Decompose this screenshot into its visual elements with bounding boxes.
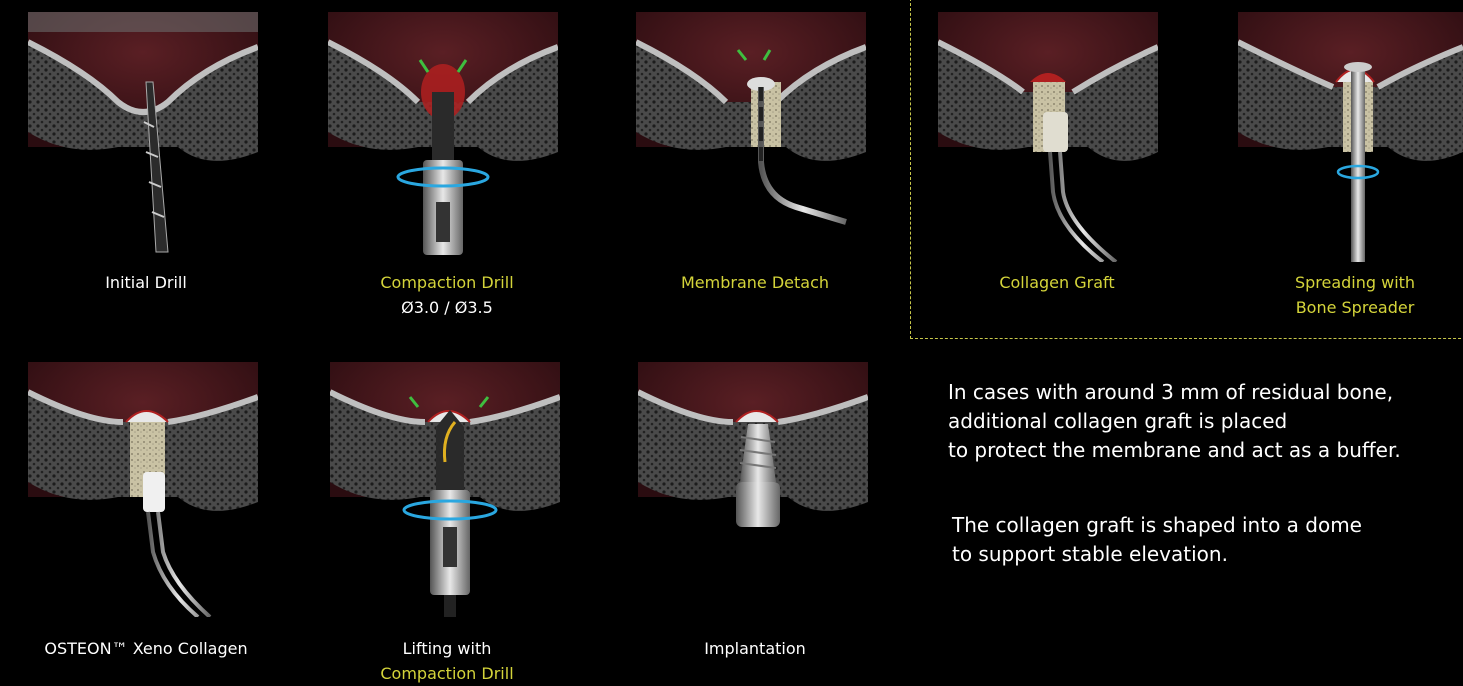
caption-line: Implantation xyxy=(625,636,885,661)
caption-initial-drill: Initial Drill xyxy=(16,270,276,295)
lifting-illustration xyxy=(330,362,560,617)
caption-implantation: Implantation xyxy=(625,636,885,661)
caption-xeno-collagen: OSTEON™ Xeno Collagen xyxy=(16,636,276,661)
implantation-illustration xyxy=(638,362,868,562)
caption-compaction-drill: Compaction Drill Ø3.0 / Ø3.5 xyxy=(317,270,577,320)
step-membrane-detach xyxy=(636,12,866,262)
caption-line: Initial Drill xyxy=(16,270,276,295)
caption-line: OSTEON™ Xeno Collagen xyxy=(16,636,276,661)
step-initial-drill xyxy=(28,12,258,262)
step-collagen-graft xyxy=(938,12,1168,262)
caption-line: Collagen Graft xyxy=(927,270,1187,295)
note-residual-bone: In cases with around 3 mm of residual bo… xyxy=(948,378,1401,465)
step-implantation xyxy=(638,362,868,612)
step-xeno-collagen xyxy=(28,362,258,612)
collagen-graft-illustration xyxy=(938,12,1158,262)
caption-bone-spreader: Spreading with Bone Spreader xyxy=(1225,270,1463,320)
note-line: The collagen graft is shaped into a dome xyxy=(952,511,1362,540)
note-line: to protect the membrane and act as a buf… xyxy=(948,436,1401,465)
caption-line: Membrane Detach xyxy=(625,270,885,295)
step-lifting xyxy=(330,362,560,612)
compaction-drill-icon xyxy=(430,410,470,617)
caption-line: Compaction Drill xyxy=(317,270,577,295)
caption-line: Compaction Drill xyxy=(317,661,577,686)
xeno-collagen-illustration xyxy=(28,362,258,617)
initial-drill-illustration xyxy=(28,12,258,262)
caption-line: Spreading with xyxy=(1225,270,1463,295)
compaction-drill-illustration xyxy=(328,12,558,262)
note-line: additional collagen graft is placed xyxy=(948,407,1401,436)
note-line: In cases with around 3 mm of residual bo… xyxy=(948,378,1401,407)
caption-line: Ø3.0 / Ø3.5 xyxy=(317,295,577,320)
step-bone-spreader xyxy=(1238,12,1463,262)
step-compaction-drill xyxy=(328,12,558,262)
caption-line: Bone Spreader xyxy=(1225,295,1463,320)
note-line: to support stable elevation. xyxy=(952,540,1362,569)
bone-spreader-illustration xyxy=(1238,12,1463,262)
note-dome-shape: The collagen graft is shaped into a dome… xyxy=(952,511,1362,569)
caption-lifting: Lifting with Compaction Drill xyxy=(317,636,577,686)
caption-collagen-graft: Collagen Graft xyxy=(927,270,1187,295)
caption-membrane-detach: Membrane Detach xyxy=(625,270,885,295)
membrane-detach-illustration xyxy=(636,12,866,262)
caption-line: Lifting with xyxy=(317,636,577,661)
